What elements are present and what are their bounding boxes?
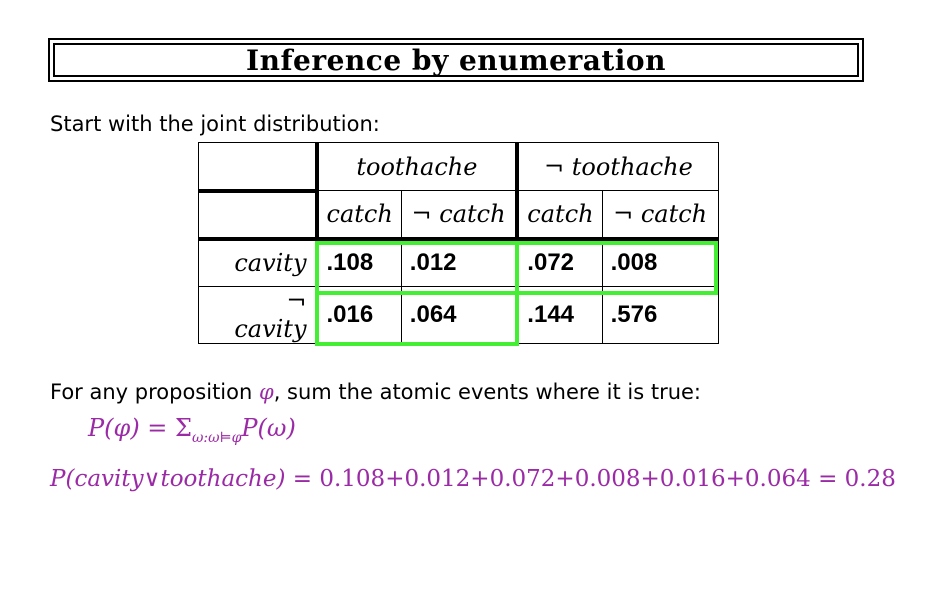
table-corner-cell — [198, 142, 317, 193]
table-group-header-row: toothache ¬ toothache — [198, 142, 719, 193]
cell-value: .144 — [515, 286, 603, 344]
subheader-catch-2: catch — [515, 190, 603, 241]
table-row: cavity .108 .012 .072 .008 — [198, 238, 719, 287]
cell-value: .008 — [601, 238, 719, 287]
row-label-not-cavity: ¬ cavity — [198, 286, 317, 344]
cell-value: .072 — [515, 238, 603, 287]
cell-value: .016 — [314, 286, 402, 344]
page-title: Inference by enumeration — [246, 43, 666, 77]
formula2-lhs: P(cavity∨toothache) — [50, 466, 286, 492]
cell-value: .064 — [400, 286, 518, 344]
proposition-paragraph: For any proposition φ, sum the atomic ev… — [50, 380, 701, 404]
paragraph-prefix: For any proposition — [50, 380, 259, 404]
cell-value: .012 — [400, 238, 518, 287]
col-group-toothache: toothache — [314, 142, 518, 191]
formula2-rhs: = 0.108+0.012+0.072+0.008+0.016+0.064 = … — [285, 466, 896, 492]
subheader-not-catch-1: ¬ catch — [400, 190, 518, 241]
phi-symbol: φ — [258, 380, 274, 404]
title-inner-frame: Inference by enumeration — [53, 43, 859, 77]
title-box: Inference by enumeration — [48, 38, 864, 82]
sum-formula: P(φ) = Σω:ω⊨φP(ω) — [88, 414, 296, 446]
paragraph-suffix: , sum the atomic events where it is true… — [273, 380, 702, 404]
cell-value: .576 — [601, 286, 719, 344]
cell-value: .108 — [314, 238, 402, 287]
row-label-cavity: cavity — [198, 238, 317, 287]
col-group-not-toothache: ¬ toothache — [515, 142, 719, 191]
joint-distribution-table: toothache ¬ toothache catch ¬ catch catc… — [198, 142, 719, 344]
subheader-not-catch-2: ¬ catch — [601, 190, 719, 241]
sigma-symbol: Σ — [175, 414, 193, 442]
formula1-lhs: P(φ) = — [88, 414, 176, 442]
intro-text: Start with the joint distribution: — [50, 112, 380, 136]
subheader-catch-1: catch — [314, 190, 402, 241]
table-corner-cell-2 — [198, 190, 317, 241]
formula1-subscript: ω:ω⊨φ — [192, 429, 242, 446]
formula1-rhs: P(ω) — [241, 414, 296, 442]
table-subheader-row: catch ¬ catch catch ¬ catch — [198, 190, 719, 241]
cavity-or-toothache-formula: P(cavity∨toothache) = 0.108+0.012+0.072+… — [50, 466, 896, 492]
table-row: ¬ cavity .016 .064 .144 .576 — [198, 286, 719, 344]
